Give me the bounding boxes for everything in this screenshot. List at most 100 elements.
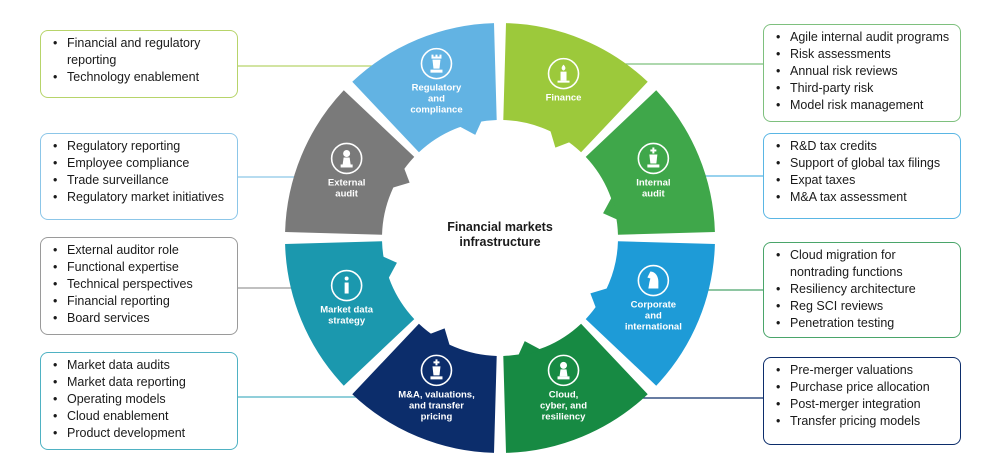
segment-label-internal-audit: audit — [642, 188, 666, 199]
box-item: Third-party risk — [776, 80, 952, 97]
ma-valuations-box: Pre-merger valuationsPurchase price allo… — [763, 357, 961, 445]
segment-label-regulatory: Regulatory — [412, 83, 462, 94]
finance-box: Financial and regulatory reportingTechno… — [40, 30, 238, 98]
segment-label-ma-valuations: and transfer — [409, 400, 464, 411]
rook-icon — [420, 47, 453, 80]
box-item: Financial reporting — [53, 293, 229, 310]
segment-label-cloud-cyber: cyber, and — [540, 400, 587, 411]
box-item: Model risk management — [776, 97, 952, 114]
pawn-icon — [330, 142, 363, 175]
pawn-icon — [547, 354, 580, 387]
segment-label-cloud-cyber: resiliency — [542, 411, 587, 422]
box-item: Expat taxes — [776, 172, 952, 189]
box-item: Trade surveillance — [53, 172, 229, 189]
candle-icon — [547, 57, 580, 90]
segment-finance: Finance — [503, 23, 648, 153]
box-item: External auditor role — [53, 242, 229, 259]
box-item: Product development — [53, 425, 229, 442]
segment-shape-finance — [503, 23, 648, 153]
segment-pointer-internal-audit — [603, 195, 619, 221]
box-item: Penetration testing — [776, 315, 952, 332]
corporate-international-list: R&D tax creditsSupport of global tax fil… — [772, 138, 952, 206]
segment-label-corporate-international: and — [645, 311, 662, 322]
segment-label-cloud-cyber: Cloud, — [549, 389, 579, 400]
box-item: Cloud migration for nontrading functions — [776, 247, 952, 281]
box-item: Operating models — [53, 391, 229, 408]
segment-label-market-data: strategy — [328, 316, 366, 327]
market-data-list: Market data auditsMarket data reportingO… — [49, 357, 229, 442]
segment-label-ma-valuations: M&A, valuations, — [398, 389, 475, 400]
box-item: Pre-merger valuations — [776, 362, 952, 379]
segment-pointer-finance — [549, 128, 572, 148]
segment-label-external-audit: External — [328, 177, 366, 188]
box-item: Resiliency architecture — [776, 281, 952, 298]
box-item: Post-merger integration — [776, 396, 952, 413]
box-item: Regulatory market initiatives — [53, 189, 229, 206]
center-label: Financial markets infrastructure — [447, 220, 553, 249]
box-item: Transfer pricing models — [776, 413, 952, 430]
ma-valuations-list: Pre-merger valuationsPurchase price allo… — [772, 362, 952, 430]
box-item: Agile internal audit programs — [776, 29, 952, 46]
segment-shape-corporate-international — [585, 241, 715, 386]
king-icon — [637, 142, 670, 175]
segment-label-external-audit: audit — [335, 188, 359, 199]
box-item: Technical perspectives — [53, 276, 229, 293]
king-icon — [420, 354, 453, 387]
segment-pointer-regulatory — [457, 119, 483, 135]
corporate-international-box: R&D tax creditsSupport of global tax fil… — [763, 133, 961, 219]
cloud-cyber-list: Cloud migration for nontrading functions… — [772, 247, 952, 332]
segment-shape-regulatory — [352, 23, 497, 153]
box-item: Employee compliance — [53, 155, 229, 172]
external-audit-list: External auditor roleFunctional expertis… — [49, 242, 229, 327]
regulatory-box: Regulatory reportingEmployee complianceT… — [40, 133, 238, 220]
box-item: Support of global tax filings — [776, 155, 952, 172]
cloud-cyber-box: Cloud migration for nontrading functions… — [763, 242, 961, 338]
knight-icon — [637, 264, 670, 297]
segment-label-corporate-international: Corporate — [631, 300, 676, 311]
segment-pointer-market-data — [381, 255, 397, 281]
center-title-line2: infrastructure — [459, 235, 540, 249]
segment-shape-market-data — [285, 241, 415, 386]
box-item: Board services — [53, 310, 229, 327]
box-item: Financial and regulatory reporting — [53, 35, 229, 69]
box-item: Functional expertise — [53, 259, 229, 276]
box-item: Market data reporting — [53, 374, 229, 391]
box-item: M&A tax assessment — [776, 189, 952, 206]
segment-ring: FinanceInternalauditCorporateandinternat… — [285, 23, 715, 453]
segment-pointer-external-audit — [390, 166, 410, 189]
segment-label-finance: Finance — [546, 93, 582, 104]
segment-label-regulatory: compliance — [410, 105, 462, 116]
regulatory-list: Regulatory reportingEmployee complianceT… — [49, 138, 229, 206]
segment-pointer-ma-valuations — [428, 328, 451, 348]
box-item: Risk assessments — [776, 46, 952, 63]
segment-shape-cloud-cyber — [503, 323, 648, 453]
external-audit-box: External auditor roleFunctional expertis… — [40, 237, 238, 335]
finance-list: Financial and regulatory reportingTechno… — [49, 35, 229, 86]
internal-audit-list: Agile internal audit programsRisk assess… — [772, 29, 952, 114]
segment-shape-ma-valuations — [352, 323, 497, 453]
segment-label-ma-valuations: pricing — [421, 411, 453, 422]
box-item: R&D tax credits — [776, 138, 952, 155]
box-item: Cloud enablement — [53, 408, 229, 425]
segment-label-regulatory: and — [428, 94, 445, 105]
segment-pointer-cloud-cyber — [517, 341, 543, 357]
box-item: Technology enablement — [53, 69, 229, 86]
segment-label-internal-audit: Internal — [636, 177, 670, 188]
internal-audit-box: Agile internal audit programsRisk assess… — [763, 24, 961, 122]
segment-label-market-data: Market data — [320, 305, 374, 316]
info-icon — [330, 269, 363, 302]
box-item: Purchase price allocation — [776, 379, 952, 396]
box-item: Annual risk reviews — [776, 63, 952, 80]
box-item: Regulatory reporting — [53, 138, 229, 155]
market-data-box: Market data auditsMarket data reportingO… — [40, 352, 238, 450]
box-item: Market data audits — [53, 357, 229, 374]
box-item: Reg SCI reviews — [776, 298, 952, 315]
center-title-line1: Financial markets — [447, 220, 553, 234]
